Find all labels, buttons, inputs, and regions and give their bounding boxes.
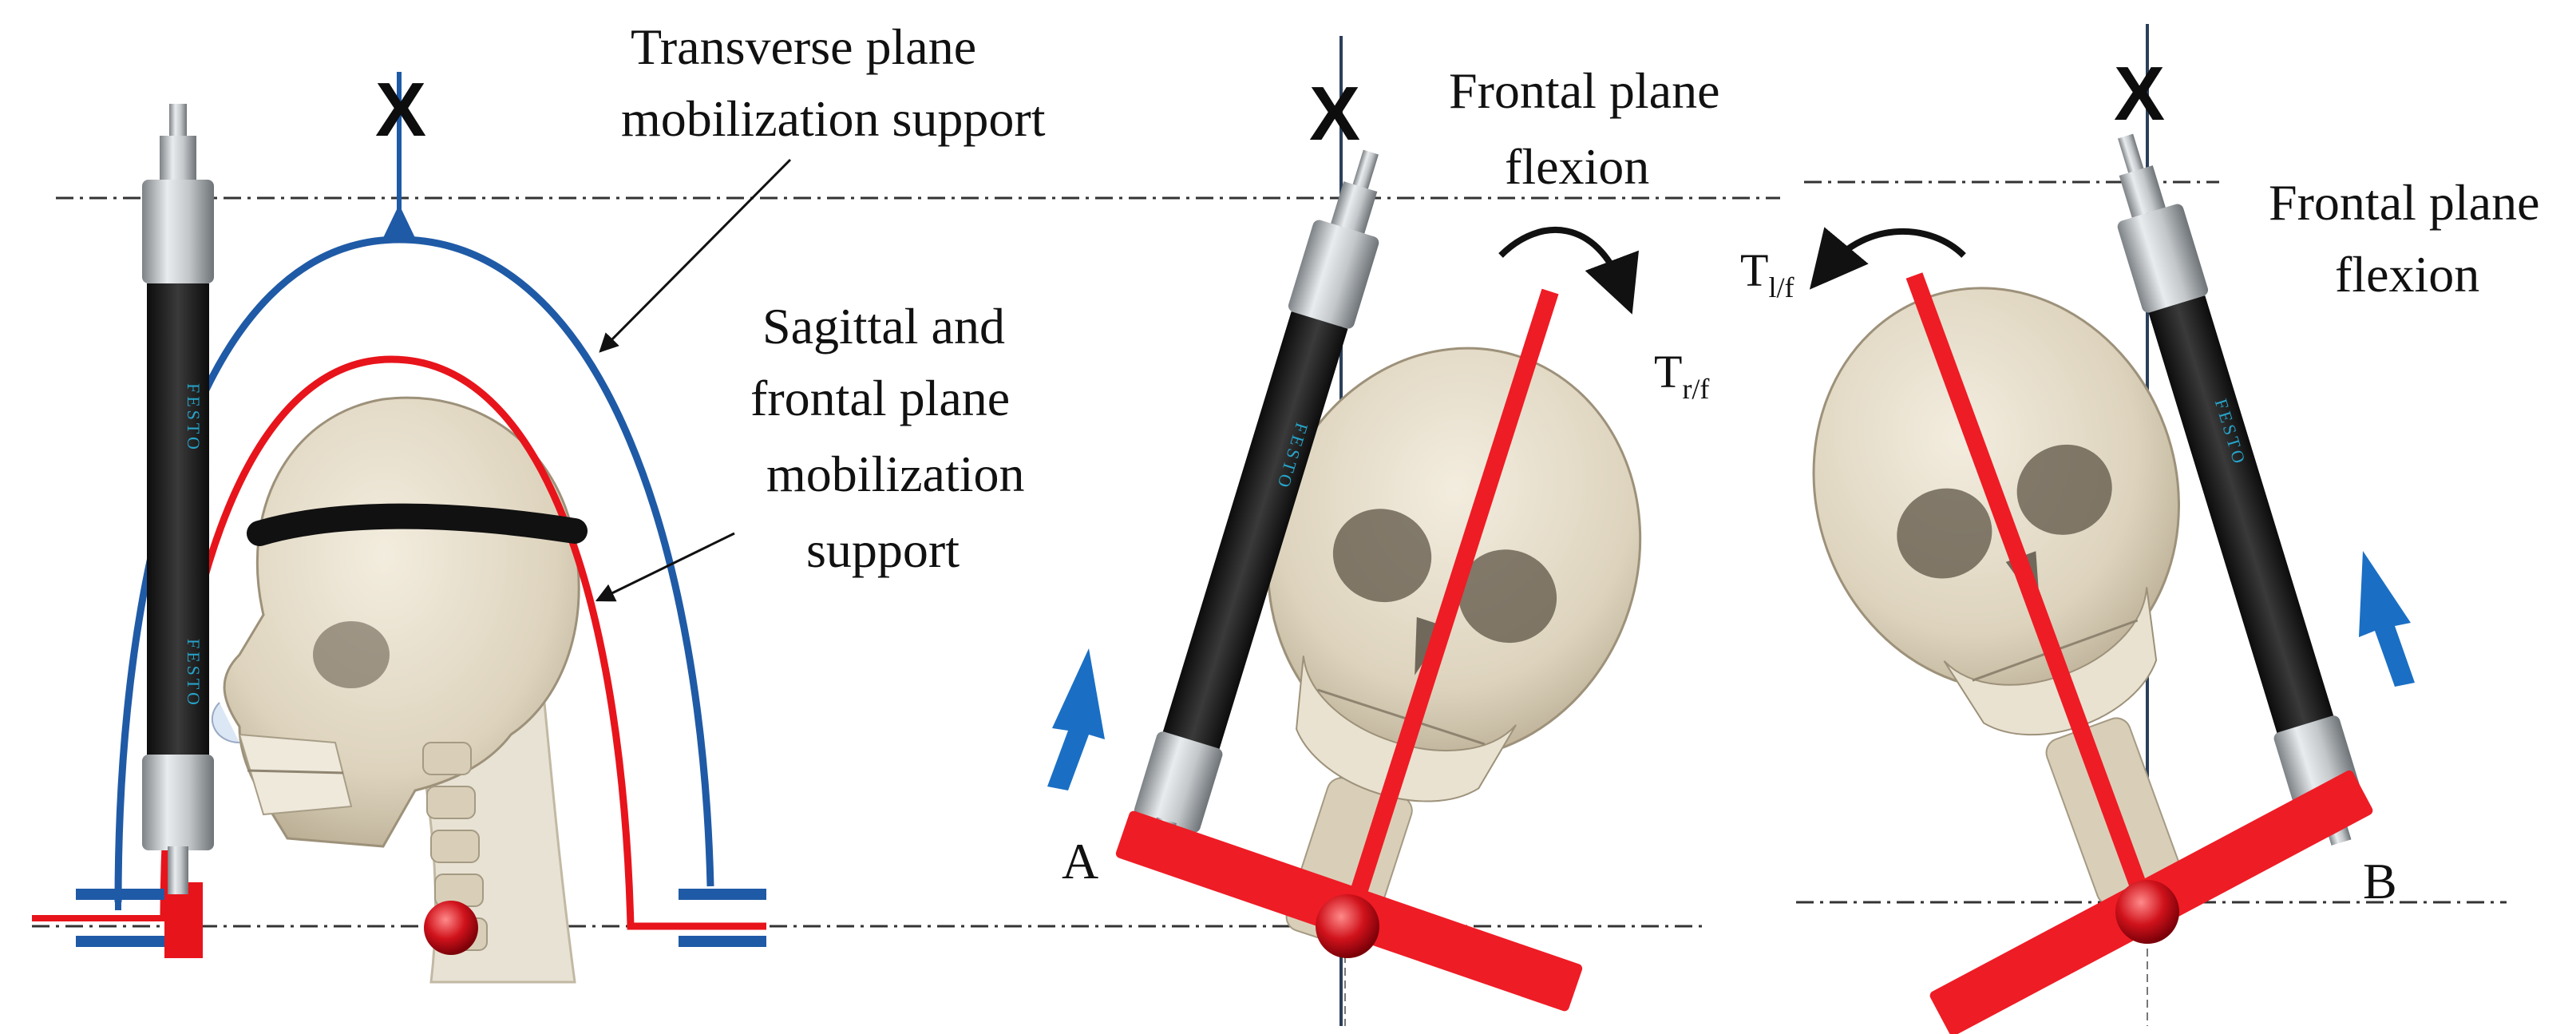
skull-sagittal [211, 396, 580, 984]
label-frontal-a-line2: flexion [1505, 138, 1649, 195]
label-transverse-line2: mobilization support [621, 90, 1046, 147]
motion-arrow-b [2359, 551, 2415, 687]
motion-arrow-a [1047, 648, 1105, 790]
label-frontal-b-line2: flexion [2335, 246, 2479, 303]
pointer-transverse [599, 158, 792, 353]
label-transverse-line1: Transverse plane [631, 18, 976, 75]
torque-label-b: Tl/f [1740, 244, 1794, 303]
torque-sub-b: l/f [1768, 271, 1794, 303]
pointer-sagittal [595, 532, 735, 602]
rotation-arrow-b [1809, 227, 1966, 290]
label-sagittal-line4: support [806, 521, 960, 578]
pneumatic-actuator-a: FESTO [1134, 149, 1379, 862]
rotation-rod-a [1340, 288, 1559, 925]
torque-base-a: T [1654, 346, 1682, 398]
label-sagittal-line3: mobilization [766, 446, 1025, 502]
torque-base-b: T [1740, 244, 1768, 296]
rotation-arrow-a [1498, 227, 1639, 315]
rotation-center-ball-left [424, 901, 478, 955]
torque-sub-a: r/f [1682, 373, 1709, 405]
rotation-center-ball-b [2115, 880, 2179, 944]
left-panel: FESTO FESTO X Transverse plane mobilizat… [32, 18, 1780, 984]
torque-label-a: Tr/f [1654, 346, 1709, 405]
x-mark-b: X [2114, 51, 2165, 137]
label-frontal-b-line1: Frontal plane [2269, 174, 2539, 231]
transverse-base-right [679, 889, 766, 900]
panel-b: FESTO X Frontal plane flexion Tl/f B [1740, 24, 2539, 1034]
actuator-brand-left-2: FESTO [184, 639, 204, 708]
x-mark-a: X [1309, 71, 1360, 156]
label-sagittal-line2: frontal plane [750, 370, 1010, 426]
rotation-rod-b [1905, 272, 2156, 913]
label-panel-a: A [1062, 833, 1098, 889]
pneumatic-actuator-left: FESTO FESTO [142, 104, 214, 894]
label-frontal-a-line1: Frontal plane [1449, 62, 1719, 119]
transverse-base-left [76, 889, 192, 900]
label-sagittal-line1: Sagittal and [762, 298, 1005, 355]
x-mark-left: X [375, 67, 426, 153]
rotation-center-ball-a [1316, 894, 1379, 958]
actuator-brand-left: FESTO [184, 383, 204, 453]
label-panel-b: B [2363, 853, 2397, 909]
head-band [247, 503, 588, 546]
panel-a: FESTO X Frontal plane flexion Tr/f A [1047, 36, 1719, 1026]
